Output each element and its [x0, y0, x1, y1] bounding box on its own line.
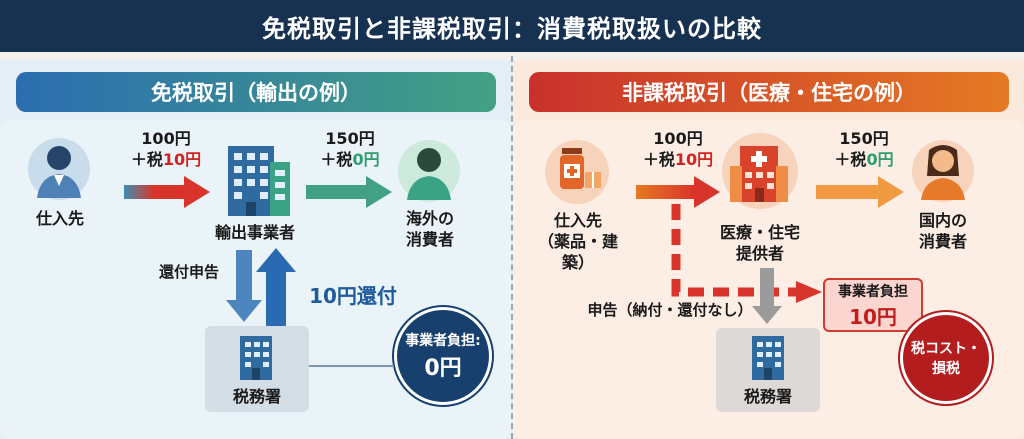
purchase-price-right: 100円 [653, 129, 703, 148]
burden-label: 事業者負担 [838, 283, 908, 300]
domestic-consumer-circle [912, 140, 974, 202]
burden-amount: 10円 [849, 304, 897, 329]
purchase-price: 100円 [141, 129, 191, 148]
hospital-provider-circle [722, 133, 798, 209]
overseas-consumer-line2: 消費者 [405, 230, 454, 249]
tax-office-label: 税務署 [232, 387, 281, 406]
sale-tax-prefix: ＋税 [320, 150, 353, 169]
medical-supplier-circle [545, 140, 609, 204]
purchase-tax-right: ＋税10円 [632, 149, 724, 170]
purchase-price-label-right: 100円 ＋税10円 [632, 128, 724, 170]
sale-tax-prefix-right: ＋税 [834, 150, 867, 169]
provider-line1: 医療・住宅 [719, 223, 800, 242]
overseas-consumer-label: 海外の 消費者 [395, 208, 465, 250]
provider-label: 医療・住宅 提供者 [705, 222, 815, 264]
burden-zero-badge: 事業者負担: 0円 [394, 307, 492, 405]
burden-zero-amount: 0円 [424, 356, 462, 381]
domestic-consumer-line1: 国内の [918, 211, 967, 230]
panel-divider [511, 56, 513, 439]
tax-cost-line1: 税コスト・ [911, 341, 981, 357]
sale-price-label-right: 150円 ＋税0円 [818, 128, 910, 170]
page-header: 免税取引と非課税取引：消費税取扱いの比較 [0, 0, 1024, 52]
domestic-consumer-line2: 消費者 [918, 232, 967, 251]
purchase-price-label: 100円 ＋税10円 [120, 128, 212, 170]
burden-zero-label: 事業者負担: [405, 333, 481, 349]
purchase-tax-prefix: ＋税 [130, 150, 163, 169]
purchase-tax: ＋税10円 [120, 149, 212, 170]
sale-tax-right: ＋税0円 [818, 149, 910, 170]
purchase-tax-amount: 10円 [162, 150, 202, 169]
sale-tax: ＋税0円 [304, 149, 396, 170]
medical-supplier-label: 仕入先 （薬品・建築） [528, 210, 628, 273]
export-business-label: 輸出事業者 [214, 223, 295, 242]
sale-price-right: 150円 [839, 129, 889, 148]
refund-label: 10円還付 [309, 284, 397, 308]
nontaxable-panel-heading: 非課税取引（医療・住宅の例） [529, 72, 1009, 112]
medical-supplier-line2: （薬品・建築） [537, 232, 618, 272]
burden-box: 事業者負担 10円 [823, 278, 923, 332]
overseas-consumer-circle [398, 140, 460, 202]
provider-line2: 提供者 [735, 244, 784, 263]
export-panel-heading: 免税取引（輸出の例） [16, 72, 496, 112]
tax-cost-line2: 損税 [932, 361, 960, 377]
sale-tax-amount: 0円 [352, 150, 380, 169]
overseas-consumer-line1: 海外の [405, 209, 454, 228]
sale-price: 150円 [325, 129, 375, 148]
supplier-label: 仕入先 [35, 209, 84, 228]
refund-report-label: 還付申告 [158, 263, 219, 281]
supplier-circle [28, 138, 90, 200]
medical-supplier-line1: 仕入先 [553, 211, 602, 230]
report-label-right: 申告（納付・還付なし） [587, 301, 753, 319]
tax-cost-badge: 税コスト・ 損税 [900, 312, 992, 404]
page-title: 免税取引と非課税取引：消費税取扱いの比較 [262, 14, 762, 43]
sale-price-label: 150円 ＋税0円 [304, 128, 396, 170]
tax-office-label-right: 税務署 [743, 387, 792, 406]
purchase-tax-prefix-right: ＋税 [642, 150, 675, 169]
sale-tax-amount-right: 0円 [866, 150, 894, 169]
purchase-tax-amount-right: 10円 [674, 150, 714, 169]
domestic-consumer-label: 国内の 消費者 [908, 210, 978, 252]
